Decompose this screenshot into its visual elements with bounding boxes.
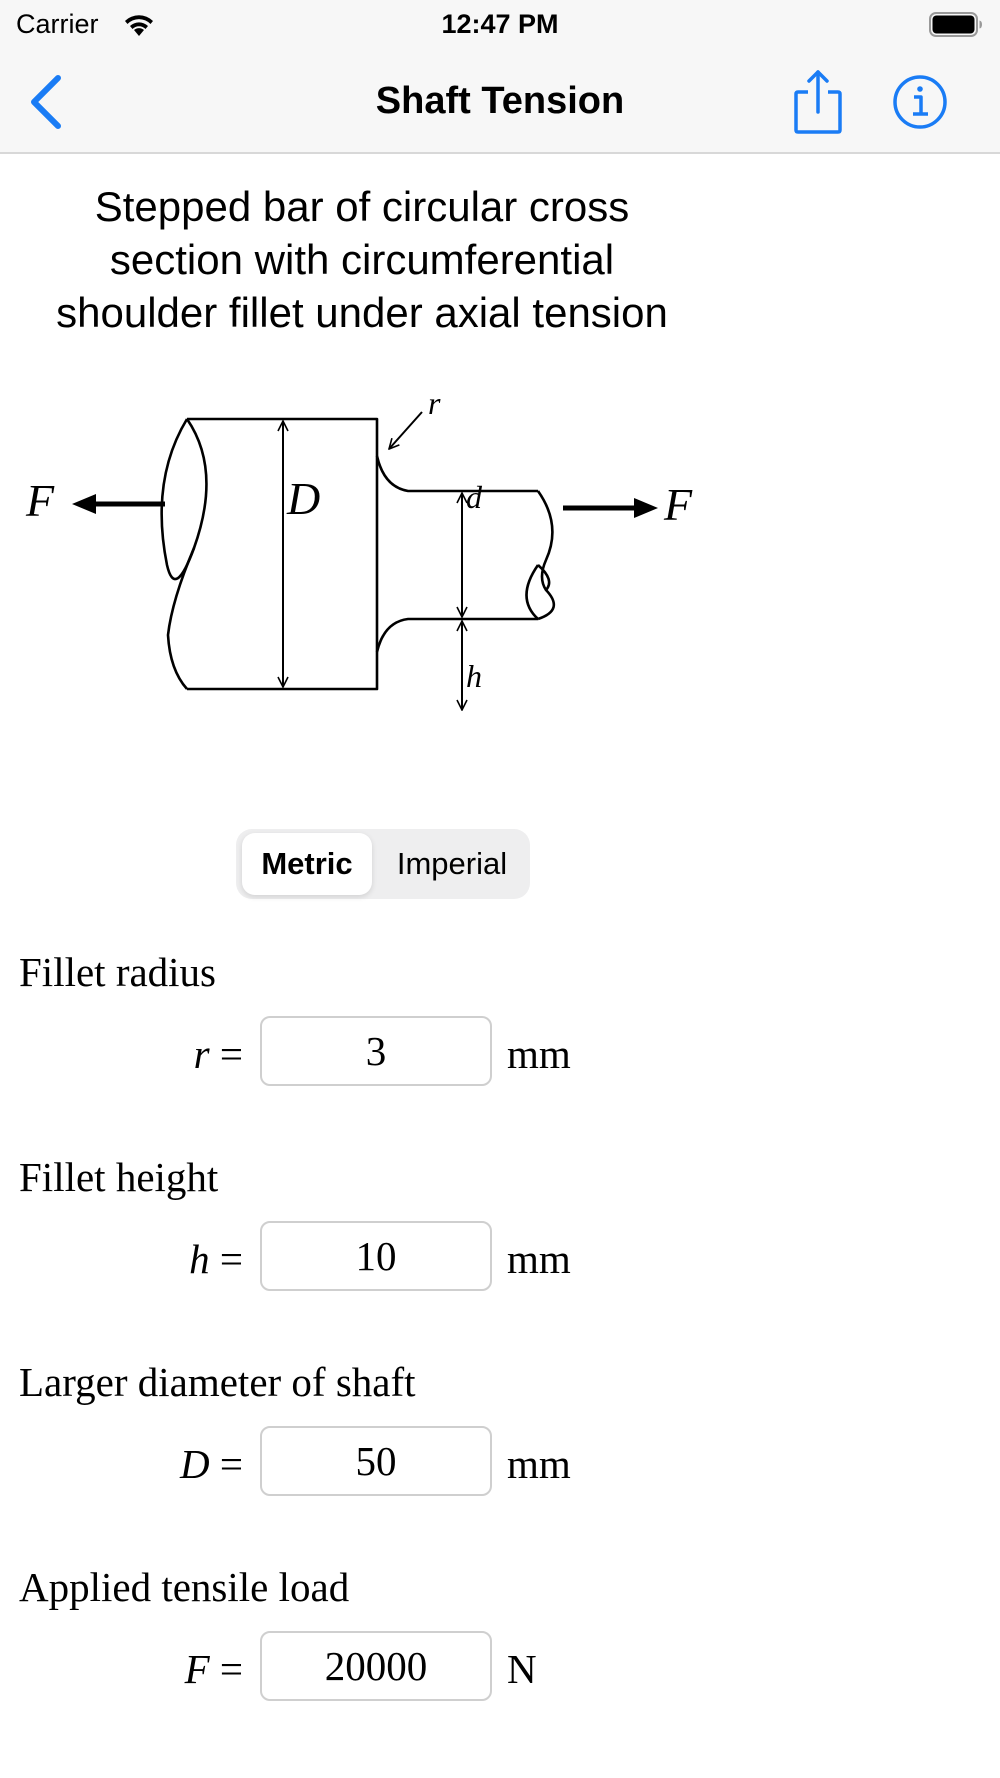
segment-imperial[interactable]: Imperial: [396, 846, 508, 881]
fillet-radius-unit: mm: [507, 1031, 571, 1077]
battery-icon: [929, 12, 982, 37]
status-time: 12:47 PM: [441, 9, 559, 39]
carrier-label: Carrier: [16, 9, 99, 39]
left-break-line: [160, 418, 208, 581]
fillet-height-symbol: h =: [189, 1236, 243, 1282]
fillet-height-label: Fillet height: [19, 1154, 219, 1200]
larger-diameter-symbol: D =: [180, 1441, 243, 1487]
right-break-line: [536, 490, 556, 621]
fillet-radius-input[interactable]: 3: [260, 1016, 492, 1086]
wifi-icon: [125, 15, 153, 36]
segment-metric[interactable]: Metric: [242, 833, 372, 895]
info-icon[interactable]: [892, 74, 948, 130]
larger-diameter-unit: mm: [507, 1441, 571, 1487]
force-label-left: F: [25, 475, 55, 526]
page-title: Shaft Tension: [375, 80, 625, 122]
problem-description: Stepped bar of circular cross section wi…: [0, 180, 724, 339]
share-icon[interactable]: [792, 68, 844, 134]
navigation-bar: Shaft Tension: [0, 50, 1000, 154]
fillet-height-unit: mm: [507, 1236, 571, 1282]
large-shaft-outline: [187, 417, 379, 447]
description-line: shoulder fillet under axial tension: [56, 289, 668, 336]
larger-diameter-label: Larger diameter of shaft: [19, 1359, 416, 1405]
force-label-right: F: [663, 479, 693, 530]
fillet-radius-symbol: r =: [193, 1031, 243, 1077]
tensile-load-unit: N: [507, 1646, 537, 1692]
tensile-load-label: Applied tensile load: [19, 1564, 350, 1610]
fillet-top: [375, 455, 538, 493]
description-line: Stepped bar of circular cross: [94, 183, 630, 230]
fillet-radius-label: r: [428, 390, 441, 421]
fillet-height-input[interactable]: 10: [260, 1221, 492, 1291]
fillet-radius-leader: [389, 411, 423, 449]
fillet-bottom: [375, 617, 538, 653]
description-line: section with circumferential: [109, 236, 615, 283]
large-diameter-label: D: [286, 473, 320, 524]
fillet-radius-label: Fillet radius: [19, 949, 217, 995]
tensile-load-input[interactable]: 20000: [260, 1631, 492, 1701]
stepped-shaft-diagram: F F D d r h: [25, 390, 693, 730]
larger-diameter-input[interactable]: 50: [260, 1426, 492, 1496]
small-diameter-label: d: [466, 479, 483, 515]
tensile-load-symbol: F =: [184, 1646, 243, 1692]
fillet-height-label: h: [466, 658, 482, 694]
back-chevron-icon[interactable]: [26, 74, 66, 130]
status-bar: Carrier 12:47 PM: [0, 0, 1000, 50]
units-segmented-control: Metric Imperial: [236, 829, 530, 899]
